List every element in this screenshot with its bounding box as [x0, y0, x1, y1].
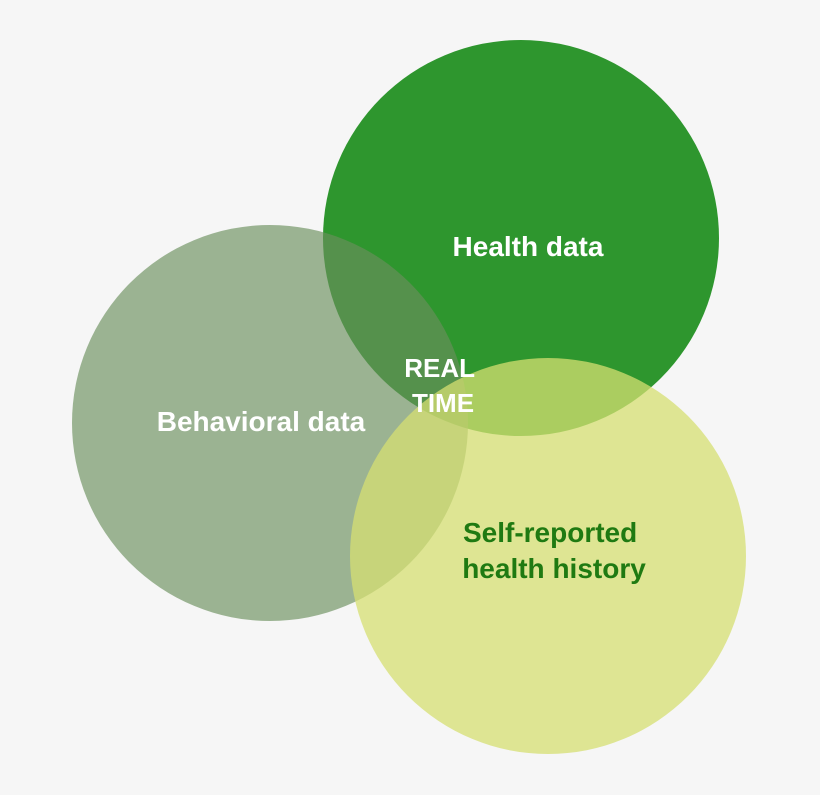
self-reported-history-circle	[350, 358, 746, 754]
real-time-label: REAL TIME	[404, 353, 482, 418]
health-data-label: Health data	[453, 231, 604, 262]
behavioral-data-label: Behavioral data	[157, 406, 366, 437]
self-reported-history-label: Self-reported health history	[462, 517, 646, 584]
